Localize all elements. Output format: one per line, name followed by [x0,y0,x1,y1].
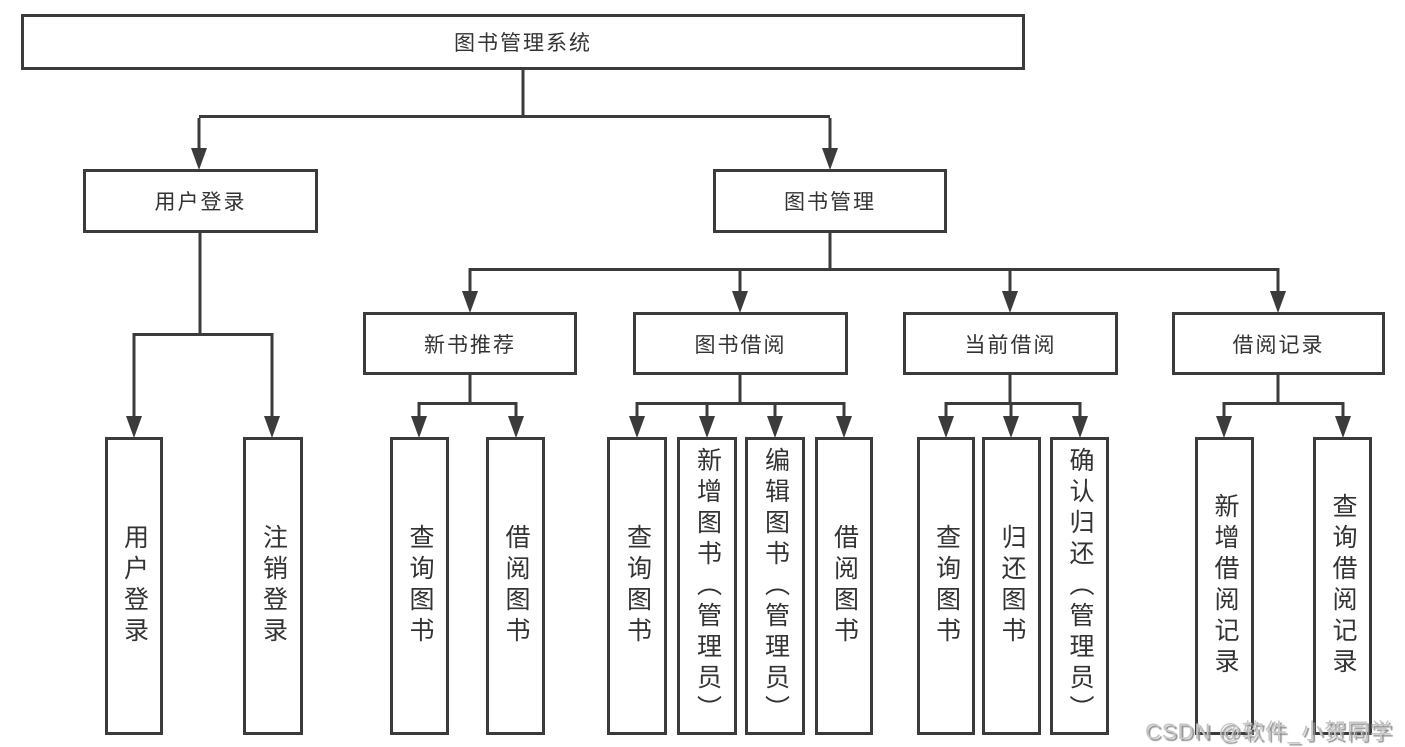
node-book-borrowing-label: 图书借阅 [694,333,787,357]
leaf-add-books-admin: 新增图书（管理员） [677,437,737,735]
leaf-user-login: 用户登录 [105,437,163,735]
csdn-watermark: CSDN @软件_小贺同学 [1144,719,1393,744]
leaf-borrow-books: 借阅图书 [815,437,873,735]
leaf-query-books-recommend-label: 查询图书 [406,524,434,648]
leaf-edit-books-admin-label: 编辑图书（管理员） [761,446,790,726]
leaf-add-borrow-record-label: 新增借阅记录 [1211,493,1239,679]
node-borrowing-records-label: 借阅记录 [1232,333,1325,357]
node-borrowing-records: 借阅记录 [1172,312,1385,375]
node-user-login: 用户登录 [83,169,318,233]
leaf-logout-label: 注销登录 [259,524,288,648]
node-root: 图书管理系统 [21,14,1025,70]
leaf-query-books-current-label: 查询图书 [932,524,961,648]
leaf-confirm-return-admin-label: 确认归还（管理员） [1066,446,1094,726]
leaf-edit-books-admin: 编辑图书（管理员） [745,437,805,735]
leaf-add-borrow-record: 新增借阅记录 [1195,437,1254,735]
leaf-borrow-books-recommend-label: 借阅图书 [502,524,530,648]
node-book-borrowing: 图书借阅 [633,312,848,375]
node-book-management-label: 图书管理 [784,191,876,214]
leaf-query-books-current: 查询图书 [917,437,975,735]
node-book-management: 图书管理 [713,169,947,233]
leaf-logout: 注销登录 [243,437,303,735]
leaf-return-books-label: 归还图书 [998,524,1026,648]
node-new-book-recommendation: 新书推荐 [363,312,577,375]
leaf-confirm-return-admin: 确认归还（管理员） [1050,437,1109,735]
leaf-user-login-label: 用户登录 [120,524,149,648]
leaf-query-borrow-record: 查询借阅记录 [1313,437,1372,735]
leaf-query-books-borrow: 查询图书 [607,437,667,735]
node-root-label: 图书管理系统 [454,32,592,55]
node-current-borrowing-label: 当前借阅 [964,333,1057,357]
leaf-query-borrow-record-label: 查询借阅记录 [1329,493,1357,679]
node-user-login-label: 用户登录 [154,191,247,214]
leaf-return-books: 归还图书 [982,437,1041,735]
node-new-book-recommendation-label: 新书推荐 [424,333,516,357]
leaf-query-books-borrow-label: 查询图书 [623,524,652,648]
leaf-borrow-books-label: 借阅图书 [830,524,859,648]
leaf-borrow-books-recommend: 借阅图书 [486,437,545,735]
node-current-borrowing: 当前借阅 [903,312,1118,375]
leaf-query-books-recommend: 查询图书 [390,437,449,735]
leaf-add-books-admin-label: 新增图书（管理员） [693,446,722,726]
